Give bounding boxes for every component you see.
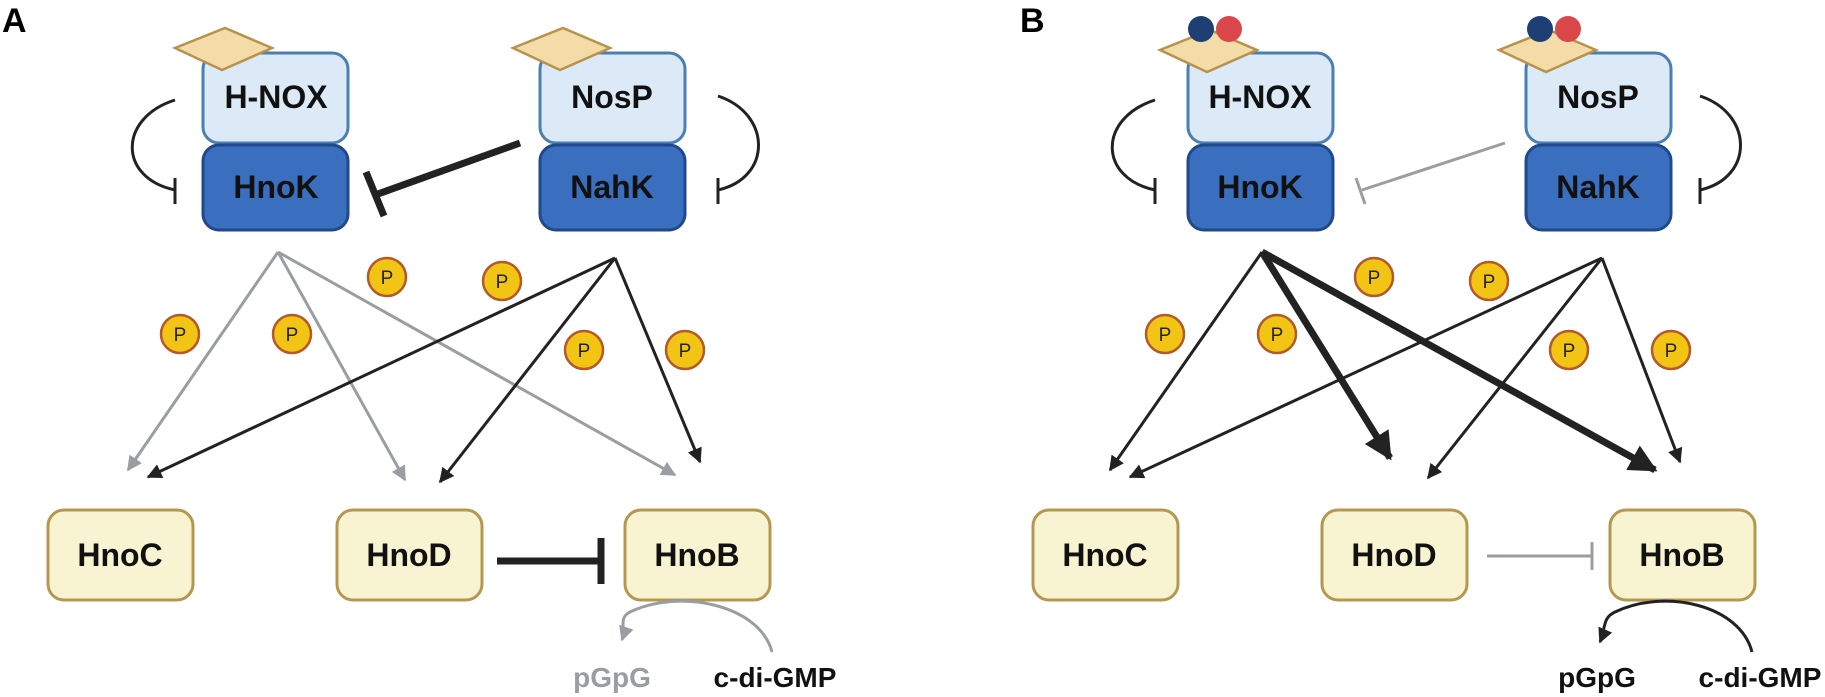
nahk-label: NahK <box>1556 169 1640 205</box>
phosphate-icon: P <box>1650 329 1692 371</box>
nahk-kinase-box <box>1524 143 1673 232</box>
phosphate-icon: P <box>1353 256 1395 298</box>
hnob-label: HnoB <box>654 537 739 573</box>
hnok-to-hnoc-arrow <box>1108 251 1264 472</box>
svg-text:P: P <box>578 341 591 362</box>
nosp-sensor-box <box>538 51 687 145</box>
panel-b: B H-NOX HnoK NosP NahK <box>1020 2 1821 693</box>
svg-text:P: P <box>679 341 692 362</box>
nahk-to-hnoc-arrow <box>146 256 616 479</box>
hnox-sensor-box <box>1186 51 1335 145</box>
panel-a: A H-NOX HnoK NosP NahK P <box>2 2 836 693</box>
svg-text:P: P <box>1368 268 1381 289</box>
hnox-label: H-NOX <box>1208 79 1312 115</box>
phosphate-icon: P <box>563 329 605 371</box>
hnok-to-hnoc-arrow <box>126 251 280 472</box>
hnok-kinase-box <box>1186 143 1335 232</box>
nahk-inhibits-hnok-line <box>1361 141 1506 192</box>
ligand-icon <box>1188 16 1242 42</box>
ligand-icon <box>1527 16 1581 42</box>
svg-text:P: P <box>1159 325 1172 346</box>
hnod-label: HnoD <box>366 537 451 573</box>
hnok-to-hnod-arrow <box>276 251 407 482</box>
nahk-to-hnoc-arrow <box>1128 256 1603 479</box>
phosphate-icon: P <box>159 313 201 355</box>
hnob-box <box>1608 508 1757 602</box>
hnok-autoinhibition-arc <box>130 98 176 192</box>
nahk-to-hnob-arrow <box>1600 257 1683 464</box>
phosphate-icon: P <box>366 256 408 298</box>
svg-text:P: P <box>174 325 187 346</box>
panel-a-label: A <box>2 2 27 40</box>
hnoc-label: HnoC <box>1062 537 1147 573</box>
phosphate-icon: P <box>1548 329 1590 371</box>
nosp-label: NosP <box>1557 79 1639 115</box>
cdigmp-label: c-di-GMP <box>1699 662 1822 693</box>
hnok-to-hnob-arrow <box>1260 248 1658 474</box>
pgpg-label: pGpG <box>573 662 651 693</box>
svg-text:P: P <box>1483 272 1496 293</box>
hnox-sensor-box <box>201 51 350 145</box>
nahk-autoinhibition-arc <box>1699 94 1742 192</box>
nosp-sensor-box <box>1524 51 1673 145</box>
nahk-inhibits-hnok-bar <box>1354 177 1367 205</box>
svg-text:P: P <box>286 325 299 346</box>
nahk-label: NahK <box>570 169 654 205</box>
hnoc-box <box>46 508 195 602</box>
hnod-box <box>335 508 484 602</box>
hnok-label: HnoK <box>1217 169 1302 205</box>
panel-b-label: B <box>1020 2 1045 40</box>
cdigmp-label: c-di-GMP <box>714 662 837 693</box>
hnok-label: HnoK <box>233 169 318 205</box>
phosphate-icon: P <box>271 313 313 355</box>
nahk-to-hnod-arrow <box>1426 257 1604 480</box>
hnoc-label: HnoC <box>77 537 162 573</box>
heme-icon <box>509 26 614 72</box>
svg-text:P: P <box>496 272 509 293</box>
nahk-autoinhibition-arc <box>717 94 760 192</box>
nosp-label: NosP <box>571 79 653 115</box>
svg-text:P: P <box>381 268 394 289</box>
hnob-box <box>623 508 772 602</box>
heme-icon <box>171 26 276 72</box>
phosphate-icon: P <box>1468 260 1510 302</box>
nahk-to-hnob-arrow <box>613 257 702 464</box>
phosphate-icon: P <box>1256 313 1298 355</box>
hnok-to-hnob-arrow <box>277 250 677 477</box>
hnod-label: HnoD <box>1351 537 1436 573</box>
phosphate-icon: P <box>481 260 523 302</box>
hnok-autoinhibition-arc <box>1110 98 1156 192</box>
hnoc-box <box>1031 508 1180 602</box>
hnok-kinase-box <box>201 143 350 232</box>
phosphate-icon: P <box>1144 313 1186 355</box>
nahk-inhibits-hnok-bar <box>362 170 388 218</box>
hnod-box <box>1320 508 1469 602</box>
svg-text:P: P <box>1271 325 1284 346</box>
hnox-label: H-NOX <box>224 79 328 115</box>
nahk-to-hnod-arrow <box>438 257 617 484</box>
hydrolysis-arrow <box>1598 599 1754 653</box>
svg-text:P: P <box>1665 341 1678 362</box>
hnok-to-hnod-arrow <box>1259 250 1393 461</box>
hnob-label: HnoB <box>1639 537 1724 573</box>
nahk-inhibits-hnok-line <box>373 139 522 199</box>
svg-text:P: P <box>1563 341 1576 362</box>
hydrolysis-arrow <box>619 599 774 653</box>
pgpg-label: pGpG <box>1558 662 1636 693</box>
nahk-kinase-box <box>538 143 687 232</box>
phosphate-icon: P <box>664 329 706 371</box>
